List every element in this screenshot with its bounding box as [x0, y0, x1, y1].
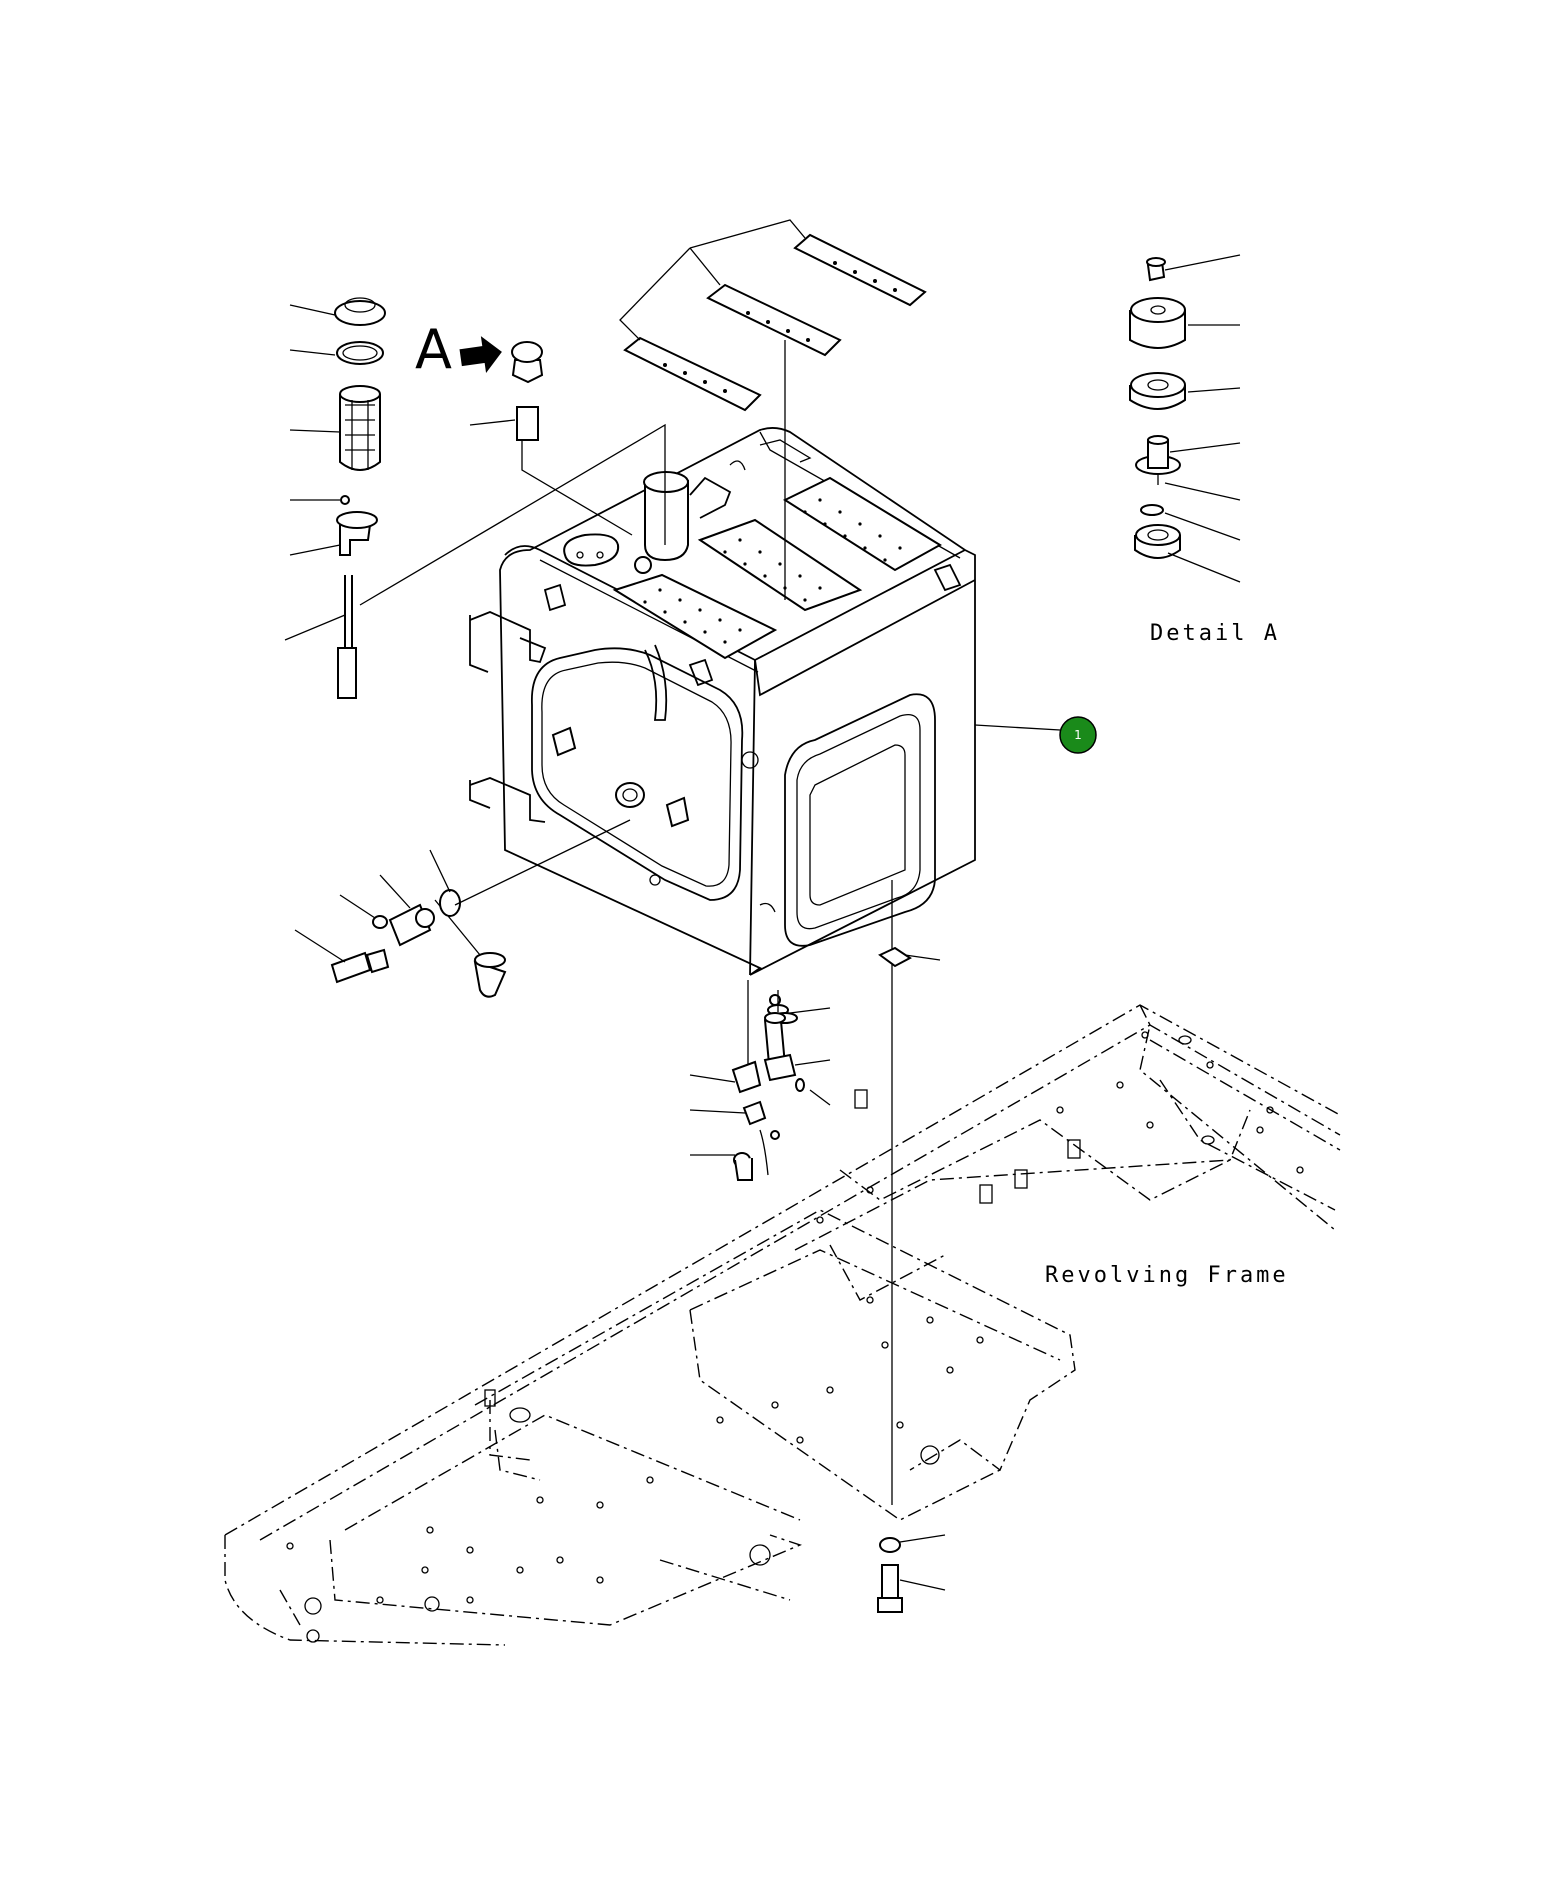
- lower-left-parts: [294, 819, 631, 998]
- lower-fittings: [689, 880, 946, 1613]
- detail-a-parts: [1129, 254, 1241, 583]
- detail-a-title: Detail A: [1150, 621, 1280, 646]
- cap-filter-assembly: [284, 297, 666, 699]
- view-a-marker: A: [415, 318, 633, 536]
- arrow-right-icon: [459, 336, 502, 373]
- revolving-frame-label: Revolving Frame: [1045, 1263, 1289, 1288]
- revolving-frame: [224, 1004, 1341, 1646]
- callout-1-number: 1: [1074, 728, 1082, 742]
- fuel-tank: [469, 427, 976, 976]
- view-a-label: A: [415, 318, 452, 381]
- callout-1-badge[interactable]: 1: [1059, 716, 1097, 754]
- exploded-plates: [619, 219, 927, 600]
